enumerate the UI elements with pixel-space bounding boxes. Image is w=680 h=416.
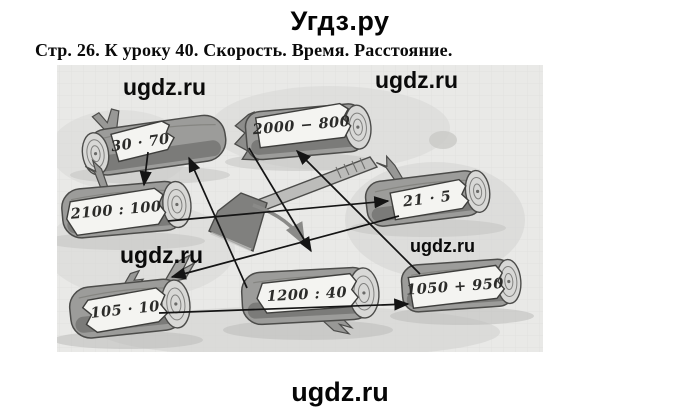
log-2000-800: 2000 − 800 — [233, 102, 372, 161]
log-expression: 1200 : 40 — [266, 284, 347, 305]
log-expression: 1050 + 950 — [406, 275, 505, 299]
watermarks: ugdz.ru ugdz.ru ugdz.ru ugdz.ru — [120, 67, 475, 268]
match-arrow-1050-950-to-2000-800 — [295, 149, 421, 275]
answer-arrows — [139, 147, 421, 314]
exercise-figure: 30 · 70 2000 − 800 2100 : 100 — [45, 65, 543, 358]
log-label-plaque — [110, 120, 175, 163]
log-label-plaque — [66, 187, 167, 237]
log-1200-40: 1200 : 40 — [240, 266, 380, 335]
log-expression: 21 · 5 — [401, 188, 452, 211]
footer-watermark: ugdz.ru — [291, 377, 389, 407]
match-arrow-21x5-to-105x10 — [170, 215, 400, 280]
log-label-plaque — [407, 264, 506, 310]
log-105x10: 105 · 10 — [68, 253, 197, 339]
watermark: ugdz.ru — [410, 236, 475, 256]
log-label-plaque — [256, 272, 360, 314]
log-label-plaque — [81, 287, 169, 334]
log-21x5: 21 · 5 — [364, 154, 491, 227]
watermark: ugdz.ru — [120, 242, 203, 268]
log-label-plaque — [389, 178, 470, 221]
match-arrow-2000-800-to-1200-40 — [248, 147, 312, 253]
page-heading: Стр. 26. К уроку 40. Скорость. Время. Ра… — [35, 40, 453, 60]
watermark: ugdz.ru — [123, 74, 206, 100]
site-logo[interactable]: Угдз.ру — [290, 6, 390, 36]
exercise-figure-svg: 30 · 70 2000 − 800 2100 : 100 — [45, 65, 543, 358]
log-1050-950: 1050 + 950 — [400, 258, 522, 313]
watermark: ugdz.ru — [375, 67, 458, 93]
match-arrow-105x10-to-1050-950 — [158, 298, 410, 314]
match-arrow-1200-40-to-30x70 — [188, 156, 248, 289]
log-2100-100: 2100 : 100 — [61, 158, 192, 239]
log-label-plaque — [254, 102, 352, 149]
match-arrow-30x70-to-2100-100 — [139, 151, 152, 187]
